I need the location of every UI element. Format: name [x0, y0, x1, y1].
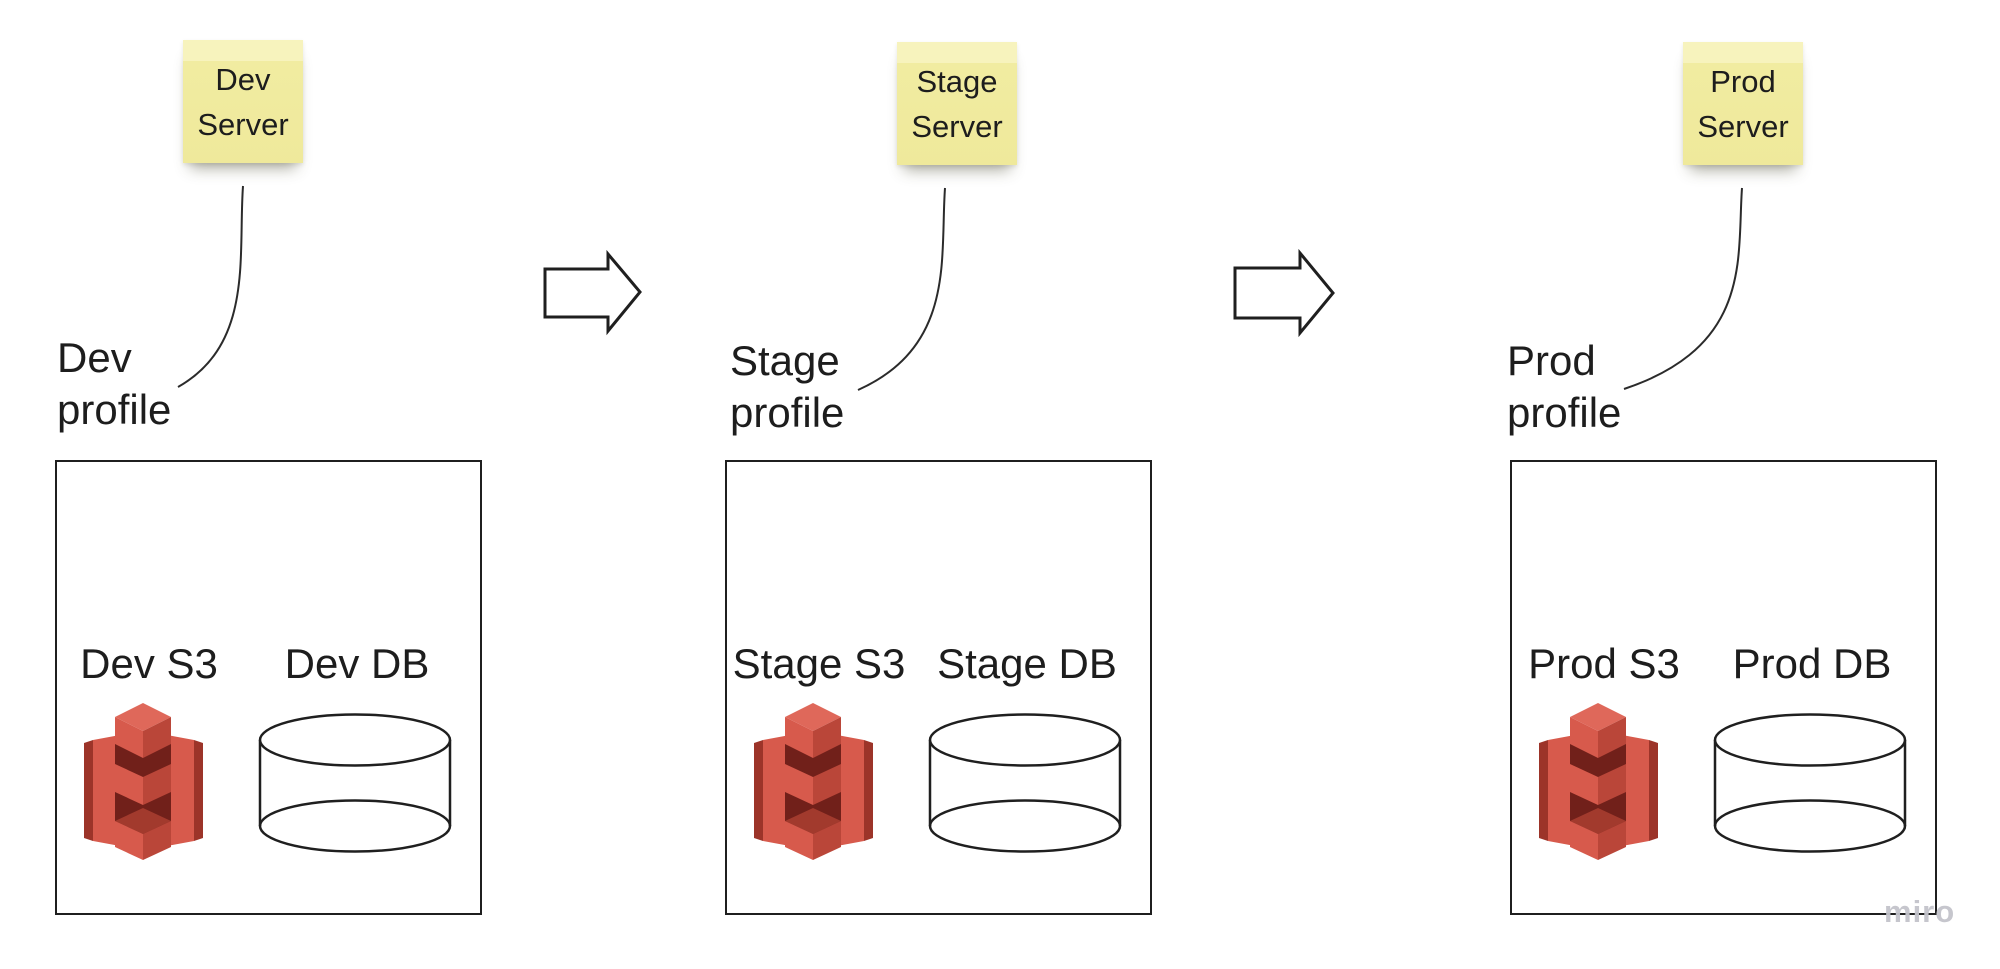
- env-box-stage[interactable]: Stage S3 Stage DB: [725, 460, 1152, 915]
- stage-profile-label[interactable]: Stage profile: [730, 337, 845, 436]
- sticky-note-label: Stage Server: [911, 63, 1003, 144]
- s3-bucket-icon[interactable]: [1532, 698, 1665, 860]
- flow-arrow-dev-to-stage[interactable]: [543, 249, 642, 336]
- env-box-prod[interactable]: Prod S3 Prod DB: [1510, 460, 1937, 915]
- stage-db-label: Stage DB: [937, 640, 1117, 687]
- prod-db-label: Prod DB: [1732, 640, 1892, 687]
- connector-line-stage[interactable]: [857, 187, 946, 391]
- dev-db-label: Dev DB: [284, 640, 430, 687]
- database-cylinder-icon[interactable]: [1712, 712, 1908, 854]
- stage-s3-label: Stage S3: [732, 640, 906, 687]
- sticky-note-prod-server[interactable]: Prod Server: [1683, 42, 1803, 165]
- s3-bucket-icon[interactable]: [747, 698, 880, 860]
- flow-arrow-stage-to-prod[interactable]: [1233, 248, 1335, 338]
- sticky-note-label: Prod Server: [1697, 63, 1789, 144]
- database-cylinder-icon[interactable]: [927, 712, 1123, 854]
- prod-s3-label: Prod S3: [1528, 640, 1680, 687]
- dev-profile-label[interactable]: Dev profile: [57, 334, 172, 433]
- sticky-note-dev-server[interactable]: Dev Server: [183, 40, 303, 163]
- sticky-note-stage-server[interactable]: Stage Server: [897, 42, 1017, 165]
- connector-line-dev[interactable]: [177, 185, 244, 388]
- env-box-dev[interactable]: Dev S3 Dev DB: [55, 460, 482, 915]
- sticky-note-label: Dev Server: [197, 61, 289, 142]
- s3-bucket-icon[interactable]: [77, 698, 210, 860]
- dev-s3-label: Dev S3: [80, 640, 218, 687]
- prod-profile-label[interactable]: Prod profile: [1507, 337, 1622, 436]
- database-cylinder-icon[interactable]: [257, 712, 453, 854]
- miro-watermark: miro: [1884, 894, 1956, 929]
- connector-line-prod[interactable]: [1623, 187, 1743, 390]
